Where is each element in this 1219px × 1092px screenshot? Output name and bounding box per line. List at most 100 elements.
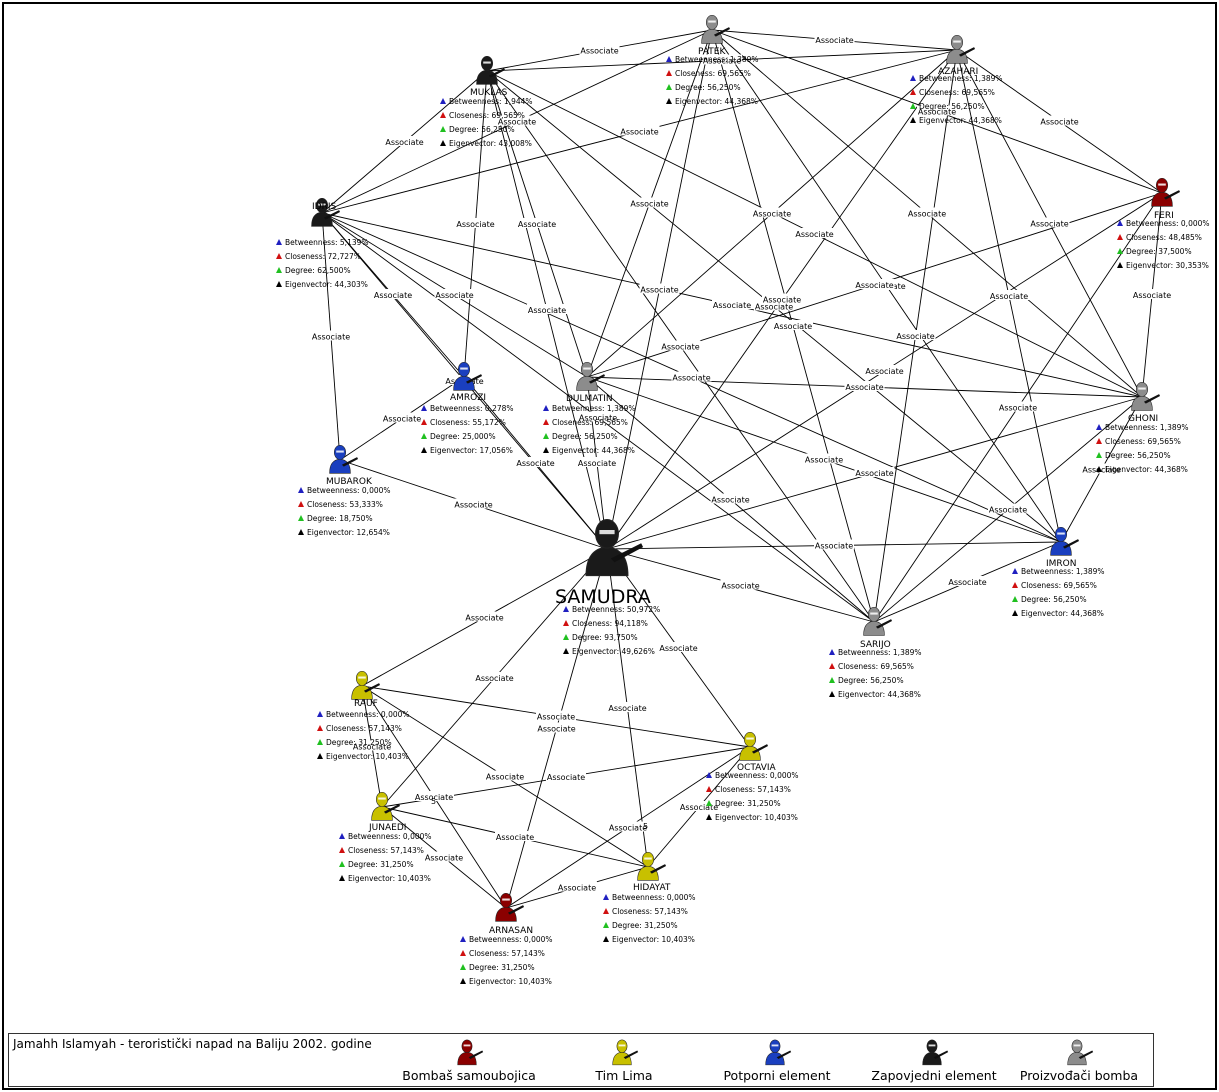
eigenvector-value: Eigenvector: 44,368% [675, 97, 758, 106]
legend-item-potporni_element: Potporni element [707, 1038, 847, 1083]
closeness-marker-icon [563, 620, 569, 626]
eigenvector-marker-icon [1117, 262, 1123, 268]
betweenness-marker-icon [440, 98, 446, 104]
edge-label-bg [536, 722, 577, 733]
edge-label-bg [607, 702, 648, 712]
edge-label: Associate [353, 743, 391, 752]
eigenvector-marker-icon [421, 447, 427, 453]
edge-label-bg [1039, 115, 1080, 126]
edge-label-bg [1081, 463, 1122, 474]
degree-value: Degree: 31,250% [612, 921, 678, 930]
closeness-value: Closeness: 57,143% [715, 785, 791, 794]
edge-label: Associate [763, 296, 801, 305]
edge-label-bg [917, 105, 957, 116]
closeness-value: Closeness: 57,143% [612, 907, 688, 916]
closeness-value: Closeness: 69,565% [552, 418, 628, 427]
edge-label-bg [907, 207, 947, 218]
betweenness-value: Betweenness: 0,000% [715, 771, 799, 780]
node-name: JUNAEDI [368, 823, 406, 833]
closeness-marker-icon [440, 112, 446, 118]
edge-label: Associate [630, 200, 668, 209]
edge-label: Associate [661, 343, 699, 352]
edge-label: Associate [620, 128, 658, 137]
edge-label: Associate [475, 674, 513, 683]
edge-label-bg [373, 289, 413, 299]
eigenvector-value: Eigenvector: 10,403% [612, 935, 695, 944]
degree-marker-icon [276, 267, 282, 273]
node-name: PATEK [698, 47, 726, 57]
legend-item-bombas_samoubojica: Bombaš samoubojica [399, 1038, 539, 1083]
edge-label: Associate [999, 404, 1037, 413]
edge-label-bg [895, 330, 936, 340]
betweenness-value: Betweenness: 1,389% [552, 404, 636, 413]
edge-label: Associate [383, 415, 421, 424]
edge-label: Associate [659, 644, 697, 653]
edge-label-bg [947, 576, 988, 586]
eigenvector-value: Eigenvector: 17,056% [430, 446, 513, 455]
person-icon [637, 851, 667, 881]
closeness-marker-icon [910, 89, 916, 95]
betweenness-value: Betweenness: 1,944% [449, 97, 533, 106]
edge-label: Associate [580, 47, 618, 56]
edge-label-bg [382, 412, 422, 423]
closeness-marker-icon [421, 419, 427, 425]
edge-label-bg [536, 710, 576, 721]
edge-label-bg [495, 831, 535, 841]
edge-label-bg [414, 791, 454, 801]
eigenvector-marker-icon [563, 648, 569, 654]
person-icon [476, 55, 506, 85]
edge-label-bg [660, 340, 701, 351]
edge-label: Associate [609, 824, 647, 833]
person-icon [739, 731, 769, 761]
eigenvector-value: Eigenvector: 10,403% [348, 874, 431, 883]
degree-value: Degree: 31,250% [348, 860, 414, 869]
edge-label-bg [311, 330, 351, 341]
degree-marker-icon [829, 677, 835, 683]
edge-label-bg [844, 381, 885, 391]
eigenvector-marker-icon [276, 281, 282, 287]
degree-marker-icon [339, 861, 345, 867]
betweenness-marker-icon [706, 772, 712, 778]
legend-person-icon [765, 1039, 792, 1066]
person-icon [585, 518, 644, 577]
eigenvector-marker-icon [1012, 610, 1018, 616]
legend-label: Proizvođači bomba [1019, 1068, 1139, 1083]
edge-label-bg [464, 611, 505, 622]
closeness-marker-icon [1096, 438, 1102, 444]
betweenness-marker-icon [276, 239, 282, 245]
edge-label-bg [424, 851, 464, 862]
edge-label-bg [814, 539, 854, 550]
degree-value: Degree: 56,250% [1105, 451, 1171, 460]
edge-label-bg [671, 371, 712, 382]
betweenness-marker-icon [603, 894, 609, 900]
closeness-value: Closeness: 72,727% [285, 252, 361, 261]
degree-value: Degree: 18,750% [307, 514, 373, 523]
closeness-value: Closeness: 57,143% [326, 724, 402, 733]
closeness-marker-icon [666, 70, 672, 76]
edge-label: Associate [753, 210, 791, 219]
person-icon [863, 606, 893, 636]
edge-label: Associate [415, 793, 453, 802]
eigenvector-marker-icon [460, 978, 466, 984]
edge-label: Associate [425, 854, 463, 863]
degree-value: Degree: 56,250% [552, 432, 618, 441]
betweenness-marker-icon [1117, 220, 1123, 226]
degree-marker-icon [603, 922, 609, 928]
